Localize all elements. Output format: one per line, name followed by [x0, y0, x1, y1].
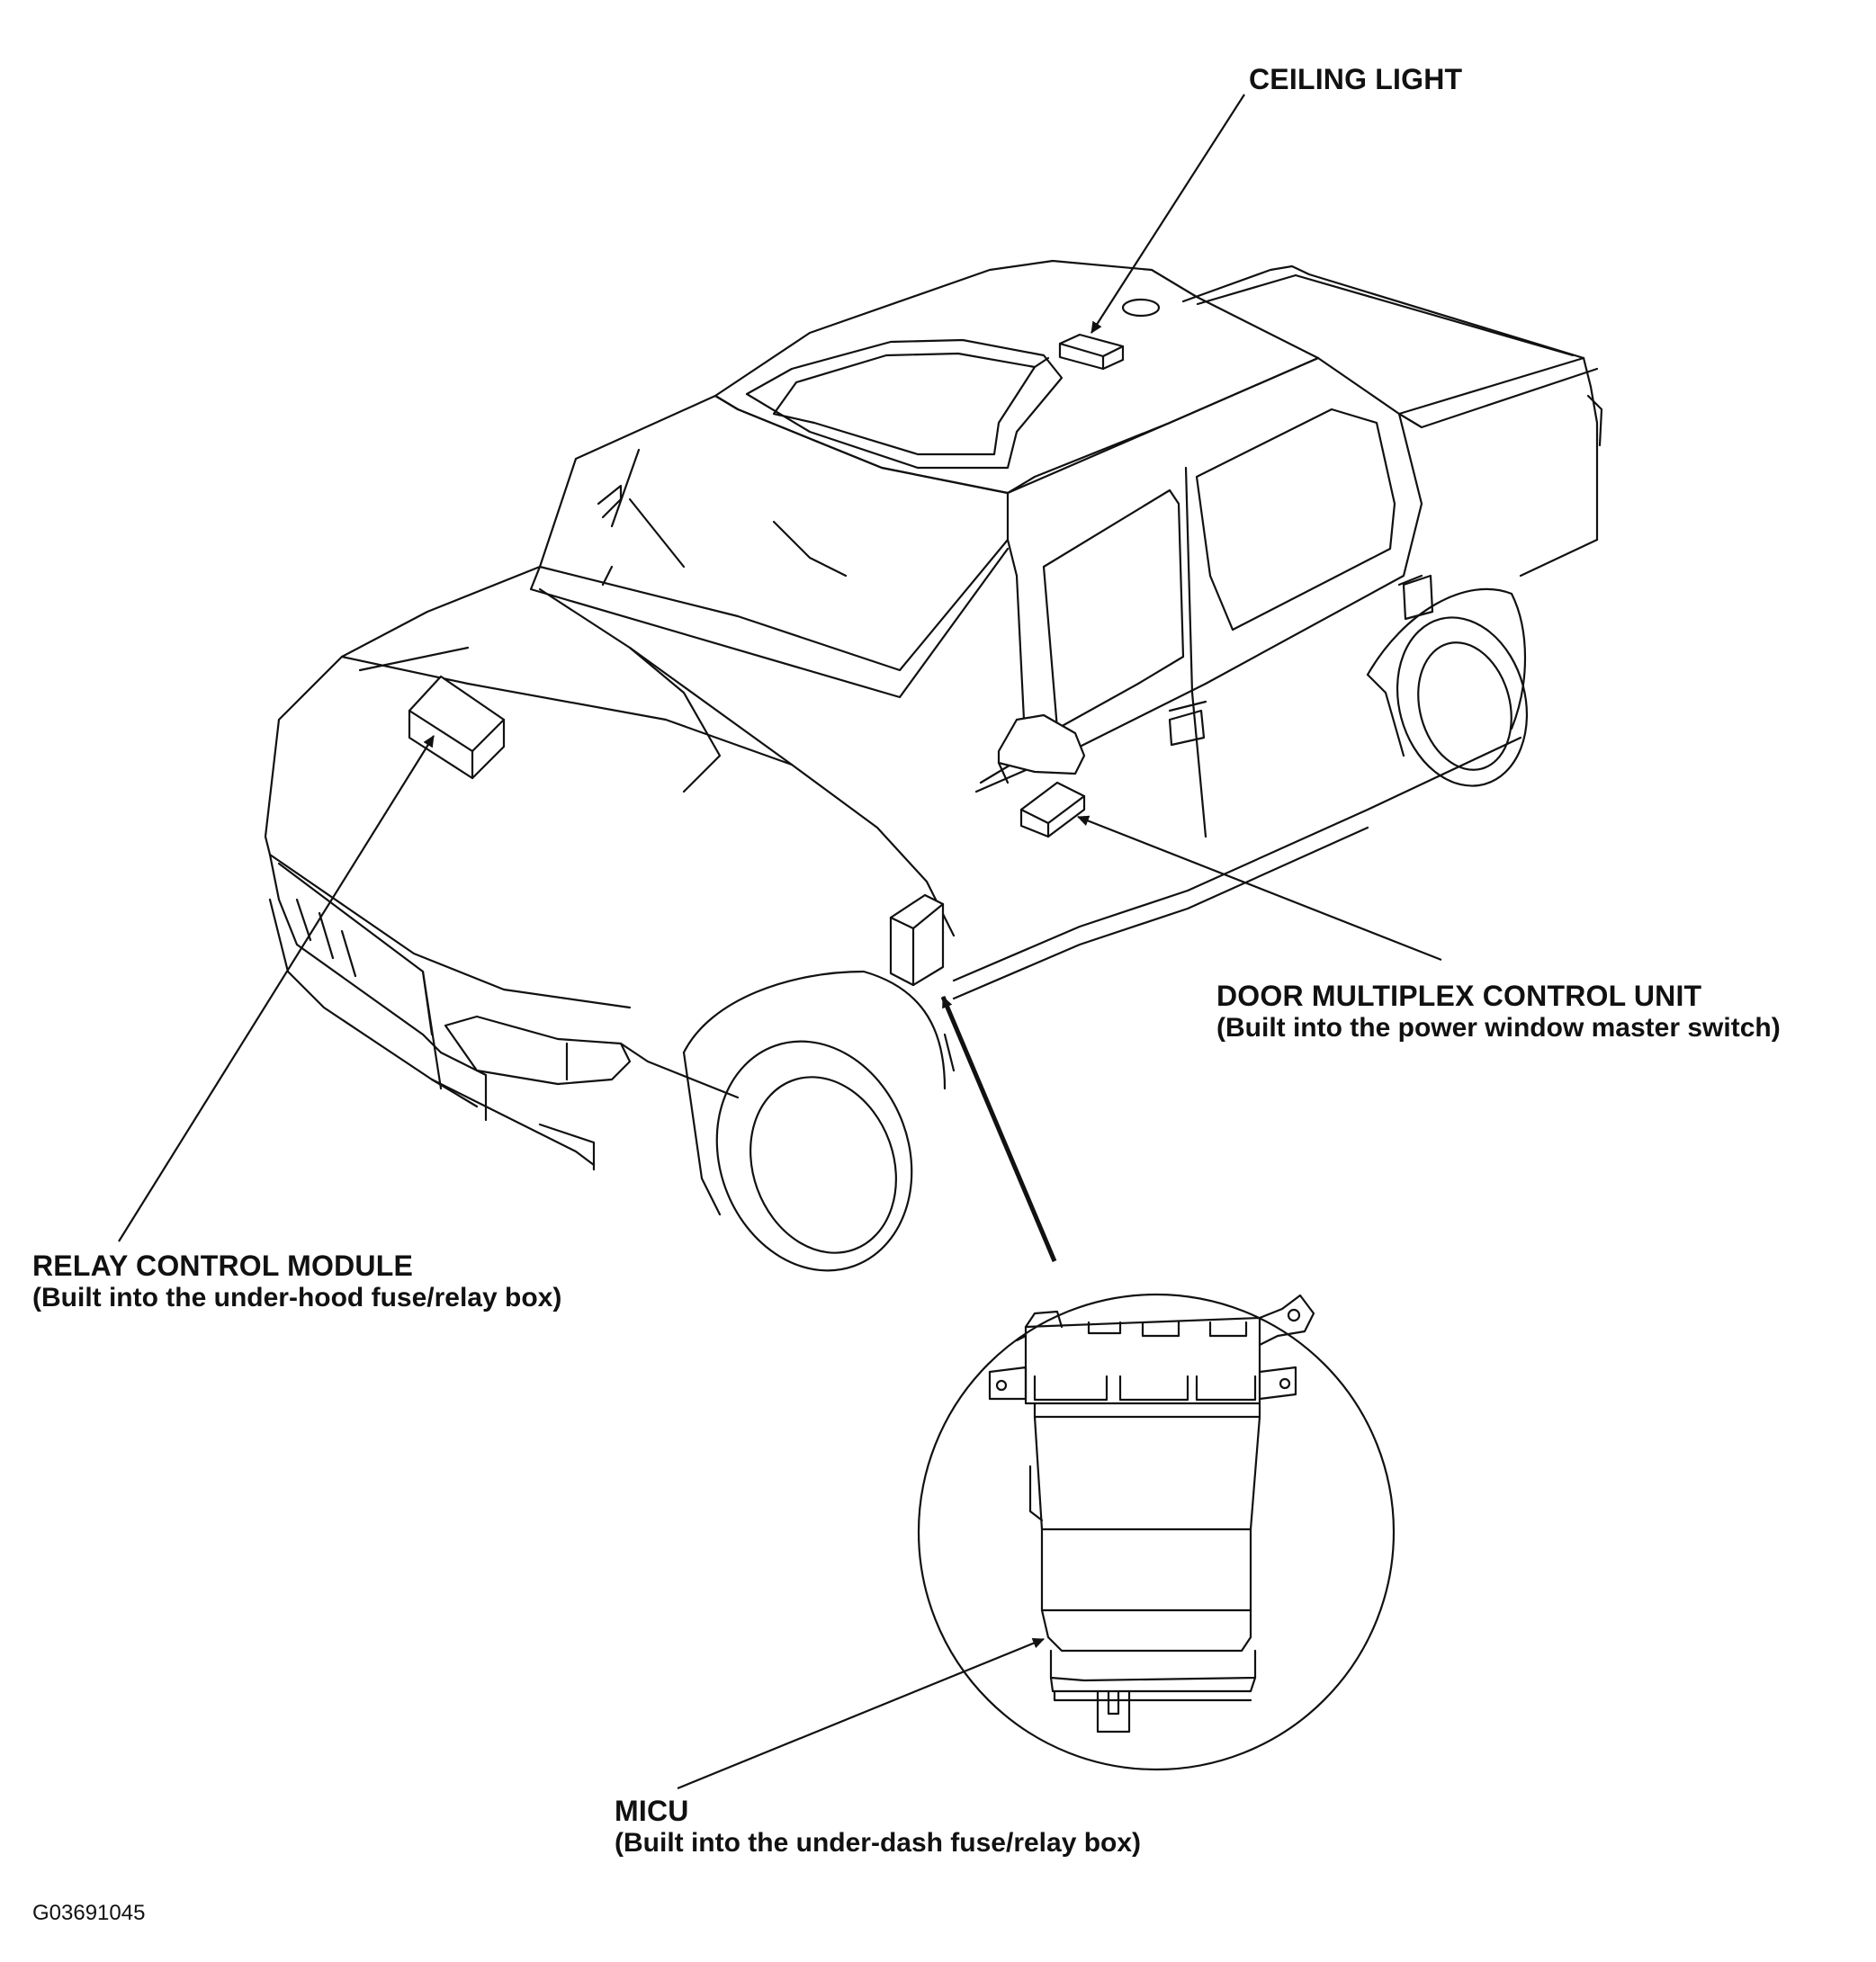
door-multiplex-title: DOOR MULTIPLEX CONTROL UNIT: [1216, 980, 1702, 1012]
figure-code: G03691045: [32, 1901, 146, 1925]
truck-lower-body: [952, 736, 1522, 1000]
door-multiplex-label: DOOR MULTIPLEX CONTROL UNIT (Built into …: [1216, 980, 1781, 1044]
micu-detail-inset: [917, 1293, 1396, 1771]
ceiling-light-label: CEILING LIGHT: [1249, 63, 1462, 96]
ceiling-light-component: [1058, 333, 1125, 371]
leader-relay-module: [118, 735, 435, 1242]
micu-title: MICU: [615, 1795, 689, 1827]
relay-module-label: RELAY CONTROL MODULE (Built into the und…: [32, 1250, 561, 1313]
micu-label: MICU (Built into the under-dash fuse/rel…: [615, 1795, 1141, 1859]
micu-location-component: [889, 893, 945, 987]
front-grille: [268, 853, 596, 1171]
truck-hood: [264, 484, 956, 1009]
door-multiplex-subtitle: (Built into the power window master swit…: [1216, 1012, 1781, 1043]
ceiling-light-title: CEILING LIGHT: [1249, 63, 1463, 95]
micu-subtitle: (Built into the under-dash fuse/relay bo…: [615, 1827, 1142, 1858]
side-mirror: [997, 713, 1086, 784]
rear-wheel: [1366, 587, 1529, 787]
leader-micu-location: [940, 996, 1057, 1262]
leader-micu: [677, 1637, 1045, 1790]
headlight: [439, 1015, 740, 1122]
leader-door-unit: [1077, 815, 1442, 962]
relay-module-title: RELAY CONTROL MODULE: [32, 1250, 413, 1282]
truck-windshield: [529, 394, 1010, 699]
front-wheel: [682, 970, 956, 1272]
leader-ceiling-light: [1091, 94, 1245, 334]
relay-module-subtitle: (Built into the under-hood fuse/relay bo…: [32, 1282, 562, 1312]
truck-cab-side: [974, 356, 1434, 838]
door-multiplex-component: [1019, 781, 1086, 838]
truck-bed: [1181, 264, 1603, 578]
relay-module-component: [408, 675, 506, 780]
